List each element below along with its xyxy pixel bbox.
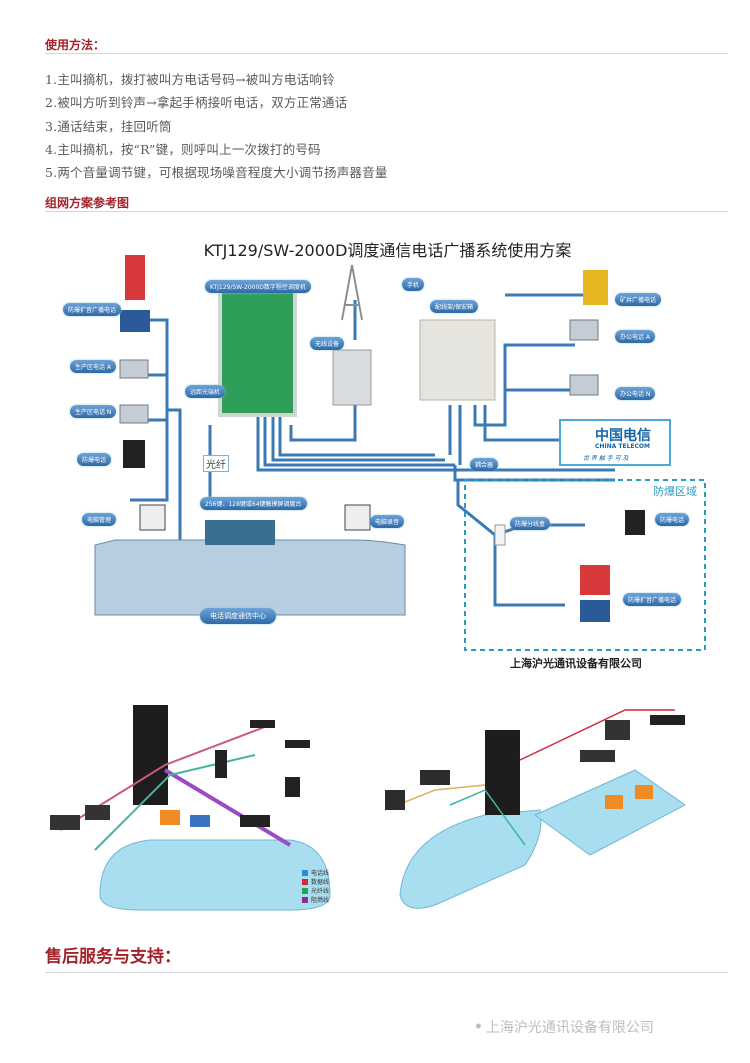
- pc-monitor: [605, 720, 630, 740]
- usage-heading: 使用方法：: [45, 38, 106, 52]
- china-telecom-box: [559, 419, 671, 466]
- legend-label: 电话线: [311, 870, 330, 877]
- pc-monitor-right: [344, 504, 371, 531]
- ex-broadcast-box: [125, 255, 145, 300]
- label-ex-phone-zone: 防爆电话: [655, 513, 690, 526]
- label-fiber: 光纤: [203, 455, 229, 472]
- telecom-en: CHINA TELECOM: [595, 443, 650, 450]
- explosion-zone-box: [464, 479, 706, 651]
- legend-label: 数据线: [311, 879, 330, 886]
- label-ex-broadcast-phone: 防爆扩音广播电话: [63, 303, 122, 316]
- network-diagram-right-graphics: [384, 709, 686, 909]
- usage-step-5: 5.两个音量调节键，可根据现场噪音程度大小调节扬声器音量: [45, 165, 388, 180]
- legend-item: 光纤线: [302, 886, 329, 895]
- label-switch: KTJ129/SW-2000D数字程控调度机: [205, 280, 311, 293]
- aftersales-divider: [45, 972, 728, 973]
- platform-area: [534, 769, 686, 856]
- server-cabinet: [485, 730, 520, 815]
- console-device-1: [50, 815, 80, 830]
- label-console: 256键、128键或64键触摸屏调度台: [200, 497, 307, 510]
- network-diagram: KTJ129/SW-2000D调度通信电话广播系统使用方案 KTJ129/SW-…: [55, 225, 720, 680]
- label-pc-record: 电脑录音: [370, 515, 405, 528]
- telecom-slogan: 世 界 触 手 可 及: [583, 455, 629, 462]
- ex-phone-blue-zone: [580, 600, 610, 622]
- office-phone-n: [569, 374, 599, 396]
- ex-splitter-box: [494, 524, 506, 546]
- legend-item: 阻燃线: [302, 895, 329, 904]
- ex-broadcast-box-zone: [580, 565, 610, 595]
- label-mobile: 手机: [402, 278, 425, 291]
- label-prod-phone-a: 生产区电话 A: [70, 360, 117, 373]
- label-pc-mgmt: 电脑管理: [82, 513, 117, 526]
- label-mine-broadcast: 矿井广播电话: [615, 293, 662, 306]
- dispatch-console: [94, 539, 406, 616]
- prod-phone-n: [119, 404, 149, 424]
- label-office-n: 办公电话 N: [615, 387, 656, 400]
- mdf-cabinet: [419, 319, 496, 401]
- prod-phone-a: [119, 359, 149, 379]
- label-prod-phone-n: 生产区电话 N: [70, 405, 117, 418]
- network-diagram-graphics: [94, 255, 706, 651]
- pc-tower: [385, 790, 405, 810]
- wireless-equipment: [332, 349, 372, 406]
- ex-phone-black: [123, 440, 145, 468]
- label-wireless: 无线设备: [310, 337, 345, 350]
- network-heading: 组网方案参考图: [45, 196, 130, 210]
- legend-swatch-fiber: [302, 887, 308, 894]
- legend-swatch-phone: [302, 869, 308, 876]
- ex-phone-blue: [120, 310, 150, 332]
- tunnel-right: [399, 809, 542, 909]
- legend-swatch-data: [302, 878, 308, 885]
- network-diagram-right: [375, 695, 710, 925]
- wechat-icon: ꔷ: [475, 1019, 482, 1035]
- label-ex-zone: 防爆区域: [653, 485, 697, 498]
- label-office-a: 办公电话 A: [615, 330, 656, 343]
- aftersales-heading: 售后服务与支持：: [45, 947, 181, 967]
- pc-monitor-left: [139, 504, 166, 531]
- usage-step-1: 1.主叫摘机，拨打被叫方电话号码→被叫方电话响铃: [45, 72, 335, 87]
- legend-item: 数据线: [302, 877, 329, 886]
- legend-label: 阻燃线: [311, 897, 330, 904]
- touch-console: [205, 520, 275, 545]
- usage-step-4: 4.主叫摘机，按“R”键，则呼叫上一次拨打的号码: [45, 142, 321, 157]
- amplifier: [420, 770, 450, 785]
- diagram-company: 上海沪光通讯设备有限公司: [510, 657, 642, 670]
- label-ex-phone: 防爆电话: [77, 453, 112, 466]
- tunnel-left: [99, 839, 331, 911]
- label-ex-broadcast-zone: 防爆扩音广播电话: [623, 593, 682, 606]
- label-remote-optical: 远距光端机: [185, 385, 226, 398]
- label-ex-splitter: 防爆分线盒: [510, 517, 551, 530]
- antenna-tower: [341, 264, 363, 321]
- network-diagram-left-graphics: [50, 705, 331, 911]
- legend-item: 电话线: [302, 868, 329, 877]
- usage-divider: [45, 53, 728, 54]
- label-dispatch-center: 电话调度通信中心: [200, 608, 276, 624]
- label-mdf: 配线架/保安箱: [430, 300, 479, 313]
- recorder: [650, 715, 685, 725]
- mine-broadcast-phone: [583, 270, 608, 305]
- usage-step-2: 2.被叫方听到铃声→拿起手柄接听电话，双方正常通话: [45, 95, 348, 110]
- telecom-cn: 中国电信: [595, 428, 651, 444]
- network-diagram-left: 电话线 数据线 光纤线 阻燃线: [40, 695, 370, 925]
- office-phone-a: [569, 319, 599, 341]
- console-device-2: [85, 805, 110, 820]
- diagram-title: KTJ129/SW-2000D调度通信电话广播系统使用方案: [203, 241, 572, 260]
- console-device: [580, 750, 615, 762]
- network-divider: [45, 211, 728, 212]
- legend-label: 光纤线: [311, 888, 330, 895]
- footer-watermark: ꔷ 上海沪光通讯设备有限公司: [475, 1017, 654, 1037]
- footer-watermark-text: 上海沪光通讯设备有限公司: [485, 1020, 654, 1036]
- switch-cabinet: [218, 288, 297, 417]
- rack-cabinet: [133, 705, 168, 805]
- legend-swatch-flame: [302, 896, 308, 903]
- orange-box: [160, 810, 180, 825]
- line-legend: 电话线 数据线 光纤线 阻燃线: [302, 868, 329, 904]
- blue-phone: [190, 815, 210, 827]
- label-coupler: 耦合器: [470, 458, 499, 471]
- ex-phone-zone: [625, 510, 645, 535]
- usage-step-3: 3.通话结束，挂回听筒: [45, 119, 172, 134]
